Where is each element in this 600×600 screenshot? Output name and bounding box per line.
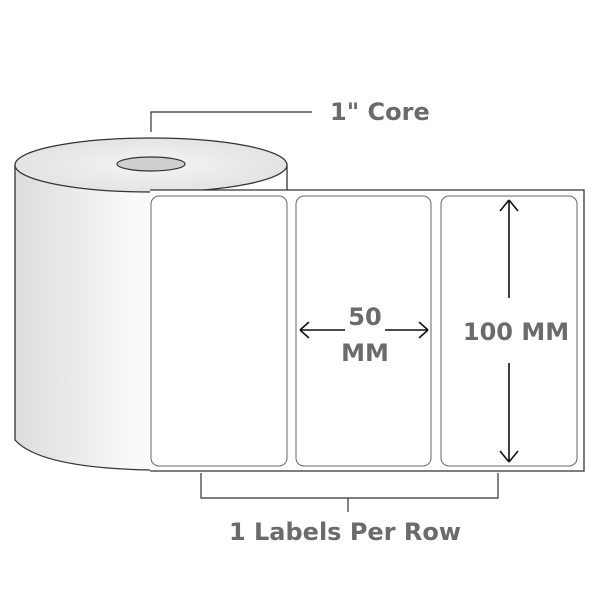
core-leader-line [150,111,312,132]
row-bracket [200,473,499,512]
core-label: 1" Core [330,98,430,126]
height-label: 100 MM [463,318,569,346]
label-1 [150,195,288,467]
width-unit: MM [341,339,389,367]
width-arrow-icon [299,321,429,339]
width-value: 50 [348,303,381,331]
roll-core [116,156,186,172]
label-3 [440,195,578,467]
height-arrow-icon [499,199,519,463]
labels-per-row: 1 Labels Per Row [229,518,461,546]
label-2 [295,195,432,467]
